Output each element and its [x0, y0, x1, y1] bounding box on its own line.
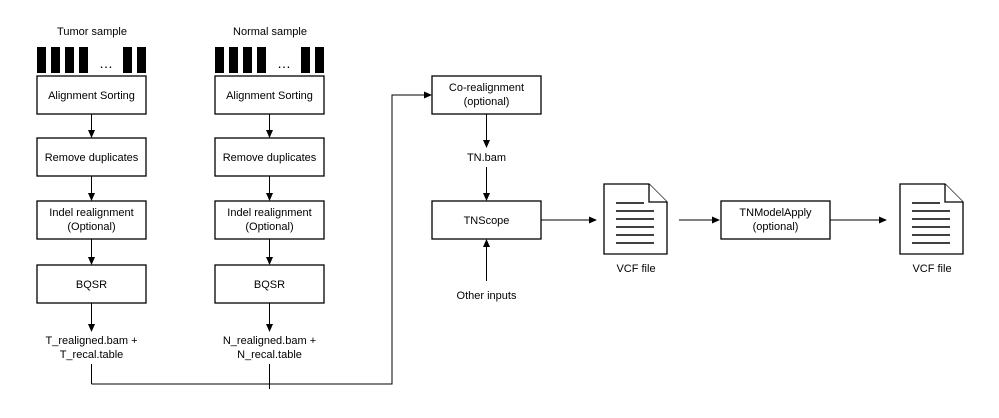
- vcf-file-label-2: VCF file: [912, 263, 951, 275]
- vcf-file-label-1: VCF file: [616, 263, 655, 275]
- tumor-bqsr-box: BQSR: [36, 264, 147, 304]
- normal-bqsr-label: BQSR: [254, 279, 285, 291]
- tnmodelapply-box: TNModelApply (optional): [720, 200, 831, 240]
- tumor-read-bars: [37, 47, 146, 73]
- tumor-output-line2: T_recal.table: [60, 349, 124, 361]
- normal-alignment-sorting-box: Alignment Sorting: [214, 75, 325, 115]
- co-realignment-optional-label: (optional): [464, 96, 510, 108]
- tnscope-box: TNScope: [431, 200, 542, 240]
- tumor-indel-optional-label: (Optional): [67, 221, 115, 233]
- tumor-remove-duplicates-box: Remove duplicates: [36, 137, 147, 177]
- normal-bqsr-box: BQSR: [214, 264, 325, 304]
- normal-remove-duplicates-label: Remove duplicates: [223, 152, 317, 164]
- vcf-document-icon-2: [899, 183, 964, 255]
- normal-output-line1: N_realigned.bam +: [223, 335, 316, 347]
- co-realignment-box: Co-realignment (optional): [431, 75, 542, 115]
- normal-output-line2: N_recal.table: [237, 349, 302, 361]
- tumor-output-line1: T_realigned.bam +: [45, 335, 137, 347]
- tumor-ellipsis: …: [99, 55, 113, 71]
- tnmodelapply-label: TNModelApply: [739, 207, 812, 219]
- normal-title: Normal sample: [233, 26, 307, 38]
- other-inputs-label: Other inputs: [457, 290, 517, 302]
- normal-indel-realignment-label: Indel realignment: [227, 207, 311, 219]
- vcf-document-icon-1: [603, 183, 668, 255]
- tnmodelapply-optional-label: (optional): [753, 221, 799, 233]
- tumor-indel-realignment-label: Indel realignment: [49, 207, 133, 219]
- tumor-alignment-sorting-box: Alignment Sorting: [36, 75, 147, 115]
- tumor-remove-duplicates-label: Remove duplicates: [45, 152, 139, 164]
- normal-indel-realignment-box: Indel realignment (Optional): [214, 200, 325, 240]
- normal-ellipsis: …: [277, 55, 291, 71]
- tumor-title: Tumor sample: [57, 26, 127, 38]
- tn-bam-label: TN.bam: [467, 152, 506, 164]
- tumor-indel-realignment-box: Indel realignment (Optional): [36, 200, 147, 240]
- normal-read-bars: [215, 47, 324, 73]
- normal-indel-optional-label: (Optional): [245, 221, 293, 233]
- normal-remove-duplicates-box: Remove duplicates: [214, 137, 325, 177]
- tumor-alignment-sorting-label: Alignment Sorting: [48, 90, 135, 102]
- merge-connector: [91, 91, 432, 385]
- normal-alignment-sorting-label: Alignment Sorting: [226, 90, 313, 102]
- tumor-bqsr-label: BQSR: [76, 279, 107, 291]
- co-realignment-label: Co-realignment: [449, 82, 524, 94]
- tnscope-label: TNScope: [464, 215, 510, 227]
